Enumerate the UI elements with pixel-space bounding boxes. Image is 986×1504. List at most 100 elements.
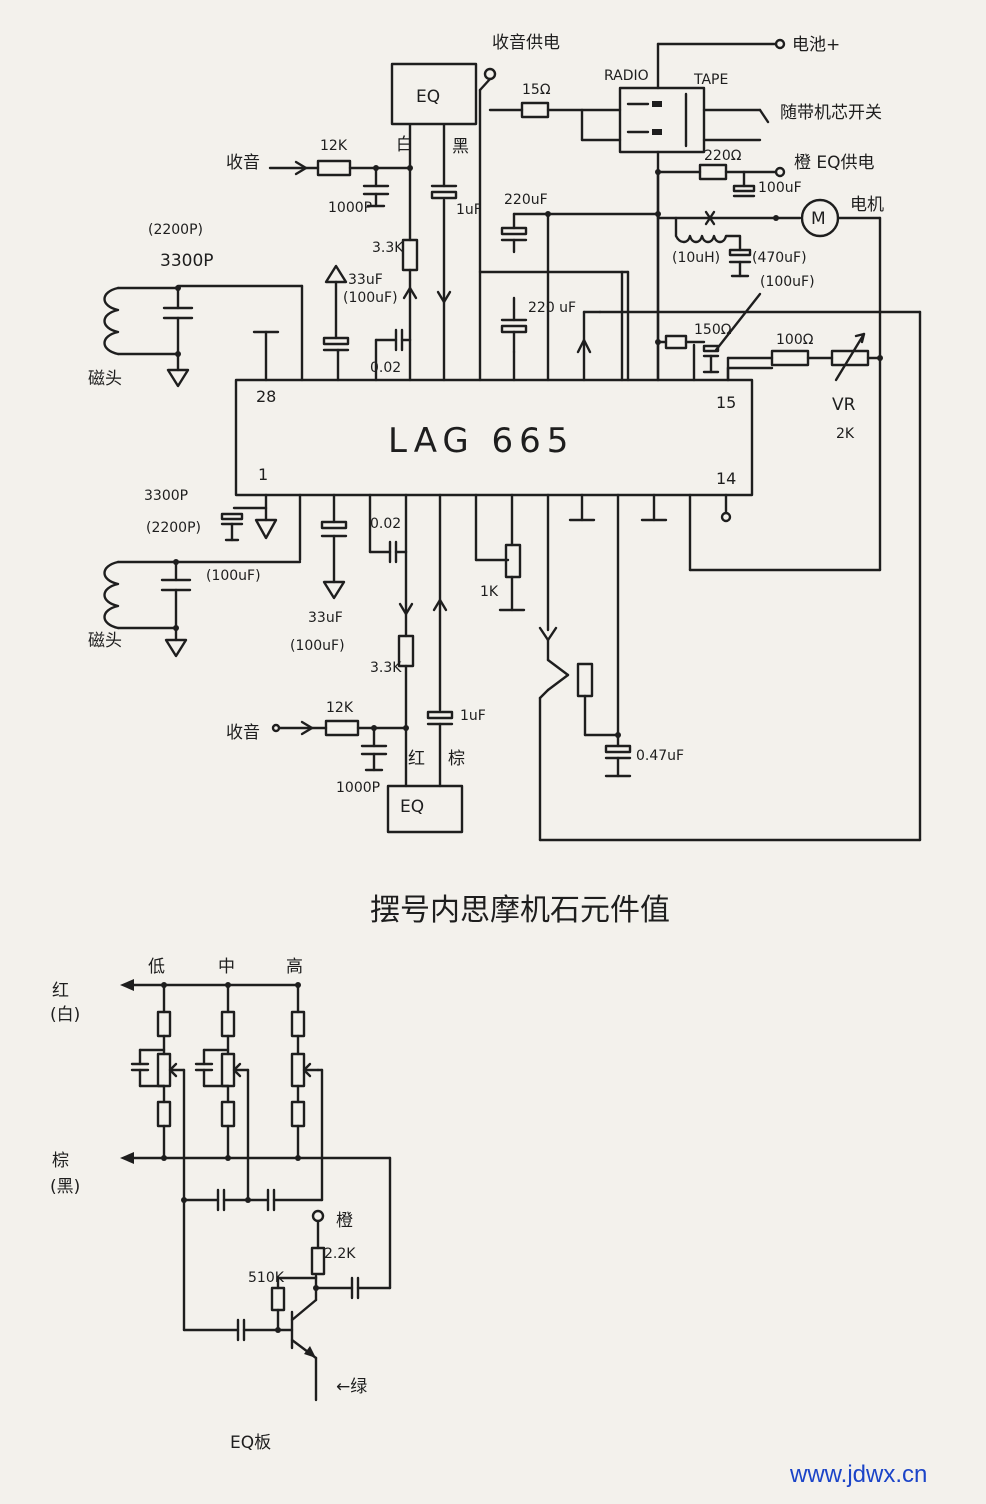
page-title: 摆号内思摩机石元件值 xyxy=(370,893,670,928)
eq-power-label: 橙 EQ供电 xyxy=(794,153,875,173)
pin-1-label: 1 xyxy=(258,465,268,484)
res-150ohm-label: 150Ω xyxy=(694,322,732,338)
ic-name: LAG 665 xyxy=(388,421,574,461)
ic-bottom-pins xyxy=(264,493,732,737)
eq-high-label: 高 xyxy=(286,957,303,977)
cap-33uf-top xyxy=(322,264,350,354)
white-wire-label: 白 xyxy=(396,135,413,155)
res-15ohm-label: 15Ω xyxy=(522,82,551,98)
radio-label: RADIO xyxy=(604,68,649,84)
cap-470uf-label: (470uF) xyxy=(752,250,807,266)
motor-label: 电机 xyxy=(850,195,884,215)
eq-brown-black-1: 棕 xyxy=(52,1151,69,1171)
red-wire-label: 红 xyxy=(408,749,425,769)
cap-33uf-bottom xyxy=(320,520,348,600)
res-12k-top: 12K xyxy=(320,138,348,154)
res-100ohm-label: 100Ω xyxy=(776,332,814,348)
cap-1000p-top: 1000P xyxy=(328,200,372,216)
cap-002-top xyxy=(374,328,412,352)
eq-mid-label: 中 xyxy=(218,957,235,977)
pot-1k-label: 1K xyxy=(480,584,499,600)
ic-lag665-body xyxy=(234,378,754,497)
pin-14-label: 14 xyxy=(716,469,736,488)
eq-orange-label: 橙 xyxy=(336,1211,353,1231)
eq-board-label: EQ板 xyxy=(230,1433,271,1453)
eq-red-white-1: 红 xyxy=(52,981,69,1001)
res-220ohm-label: 220Ω xyxy=(704,148,742,164)
cap-1uf-bottom xyxy=(426,598,454,788)
cap-220uf-a-label: 220uF xyxy=(504,192,548,208)
eq-low-label: 低 xyxy=(148,957,165,977)
radio-power-terminal xyxy=(483,67,497,81)
radio-in-top-line xyxy=(268,159,413,208)
res-12k-bottom: 12K xyxy=(326,700,354,716)
pot-1k xyxy=(498,543,526,612)
cap-100uf-mid-label: (100uF) xyxy=(760,274,815,290)
eq-board-circuit xyxy=(120,979,392,1402)
cap-3300p-bottom: 3300P xyxy=(144,488,188,504)
feedback-loop-top xyxy=(538,310,922,842)
eq-bottom-label: EQ xyxy=(400,797,424,817)
tape-head-bottom xyxy=(103,559,302,658)
cap-1uf-top-label: 1uF xyxy=(456,202,482,218)
eq-box-top xyxy=(390,62,478,126)
res-33k-bottom-label: 3.3K xyxy=(370,660,402,676)
cap-002-top-label: 0.02 xyxy=(370,360,401,376)
cap-33uf-bottom-label: 33uF xyxy=(308,610,343,626)
res-15ohm xyxy=(488,101,622,142)
motor-symbol: M xyxy=(811,209,826,229)
radio-tape-switch[interactable] xyxy=(618,86,706,154)
res-100ohm-vr xyxy=(726,332,883,382)
cap-100uf-bottom-label: (100uF) xyxy=(290,638,345,654)
cap-002-bottom xyxy=(368,540,408,564)
cap-220uf-b-label: 220 uF xyxy=(528,300,576,316)
res-33k-top-path xyxy=(401,123,419,342)
eq-red-white-2: (白) xyxy=(50,1005,80,1025)
radio-in-bottom-line xyxy=(271,719,409,772)
cap-1000p-bottom: 1000P xyxy=(336,780,380,796)
radio-in-bottom-label: 收音 xyxy=(226,723,260,743)
eq-box-bottom xyxy=(386,784,464,834)
cap-100uf-top-label: (100uF) xyxy=(343,290,398,306)
eq-brown-black-2: (黑) xyxy=(50,1177,80,1197)
cap-2200p-bottom: (2200P) xyxy=(146,520,201,536)
battery-plus-label: 电池+ xyxy=(792,35,840,55)
cap-220uf-a xyxy=(500,211,661,254)
eq-top-label: EQ xyxy=(416,87,440,107)
res-22k-label: 2.2K xyxy=(324,1246,356,1262)
cap-220uf-b xyxy=(500,296,528,354)
inductor-10uh-label: (10uH) xyxy=(672,250,720,266)
switch-label: 随带机芯开关 xyxy=(780,103,882,123)
head-bottom-label: 磁头 xyxy=(88,631,122,651)
res-510k-label: 510K xyxy=(248,1270,285,1286)
cap-100uf-label: 100uF xyxy=(758,180,802,196)
switch-047uf xyxy=(538,626,632,842)
brown-wire-label: 棕 xyxy=(448,749,465,769)
battery-line xyxy=(656,38,786,90)
vr-value: 2K xyxy=(836,426,855,442)
pin-15-label: 15 xyxy=(716,393,736,412)
radio-power-label: 收音供电 xyxy=(492,33,560,53)
eq-green-label: ←绿 xyxy=(336,1377,367,1397)
head-top-label: 磁头 xyxy=(88,369,122,389)
cap-002-bottom-label: 0.02 xyxy=(370,516,401,532)
cap-2200p-top: (2200P) xyxy=(148,222,203,238)
res-150ohm xyxy=(655,292,762,374)
cap-33uf-top-label: 33uF xyxy=(348,272,383,288)
cap-1uf-bottom-label: 1uF xyxy=(460,708,486,724)
motor-inductor xyxy=(656,198,882,572)
cap-3300p-top: 3300P xyxy=(160,251,214,271)
cap-1uf-top xyxy=(430,123,458,304)
tape-head-top xyxy=(103,284,304,388)
res-33k-top-label: 3.3K xyxy=(372,240,404,256)
website-link[interactable]: www.jdwx.cn xyxy=(789,1461,927,1488)
black-wire-label: 黑 xyxy=(452,137,469,157)
tape-label: TAPE xyxy=(693,72,728,88)
switch-contacts xyxy=(626,92,770,148)
cap-047uf-label: 0.47uF xyxy=(636,748,684,764)
cap-100uf-pin1-label: (100uF) xyxy=(206,568,261,584)
radio-in-top-label: 收音 xyxy=(226,153,260,173)
pin-28-label: 28 xyxy=(256,387,276,406)
vr-label: VR xyxy=(832,395,856,415)
